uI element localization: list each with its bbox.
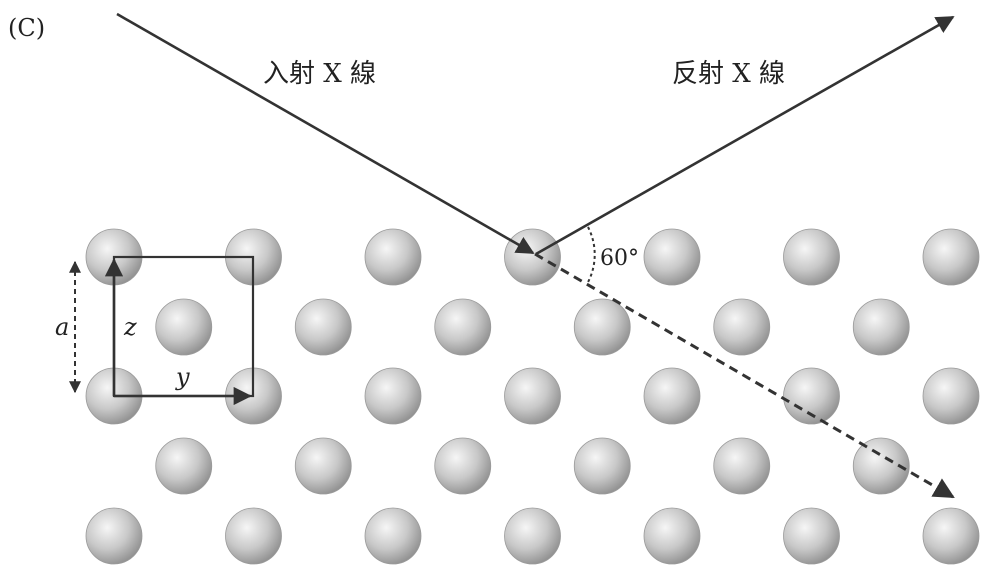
atom xyxy=(294,437,352,495)
atom xyxy=(922,367,980,425)
atom xyxy=(364,507,422,565)
atom xyxy=(852,298,910,356)
atom xyxy=(573,298,631,356)
atom xyxy=(922,228,980,286)
panel-label: (C) xyxy=(8,14,45,42)
atom xyxy=(364,367,422,425)
atom xyxy=(643,507,701,565)
atom xyxy=(85,507,143,565)
atom xyxy=(643,228,701,286)
transmitted-dashed-arrow xyxy=(534,252,955,499)
atom-lattice xyxy=(85,228,980,565)
reflected-beam-arrow xyxy=(535,15,955,256)
atom xyxy=(225,507,282,565)
atom xyxy=(852,437,910,495)
reflected-beam-label: 反射 X 線 xyxy=(672,59,785,89)
atom xyxy=(504,228,561,286)
atom xyxy=(364,228,422,286)
atom xyxy=(922,507,980,565)
atom xyxy=(504,507,561,565)
atom xyxy=(155,298,213,356)
atom xyxy=(434,298,492,356)
z-axis-label: z xyxy=(123,313,137,341)
atom xyxy=(783,367,840,425)
atom xyxy=(294,298,352,356)
atom xyxy=(155,437,213,495)
lattice-constant-label: a xyxy=(55,313,69,341)
atom xyxy=(713,437,771,495)
atom xyxy=(713,298,771,356)
incident-beam-label: 入射 X 線 xyxy=(263,59,376,89)
atom xyxy=(504,367,561,425)
incident-beam-arrow xyxy=(116,12,535,255)
atom xyxy=(573,437,631,495)
angle-arc xyxy=(586,226,596,285)
y-axis-label: y xyxy=(175,363,190,391)
atom xyxy=(783,507,840,565)
atom xyxy=(434,437,492,495)
atom xyxy=(783,228,840,286)
atom xyxy=(643,367,701,425)
angle-label: 60° xyxy=(600,246,639,271)
